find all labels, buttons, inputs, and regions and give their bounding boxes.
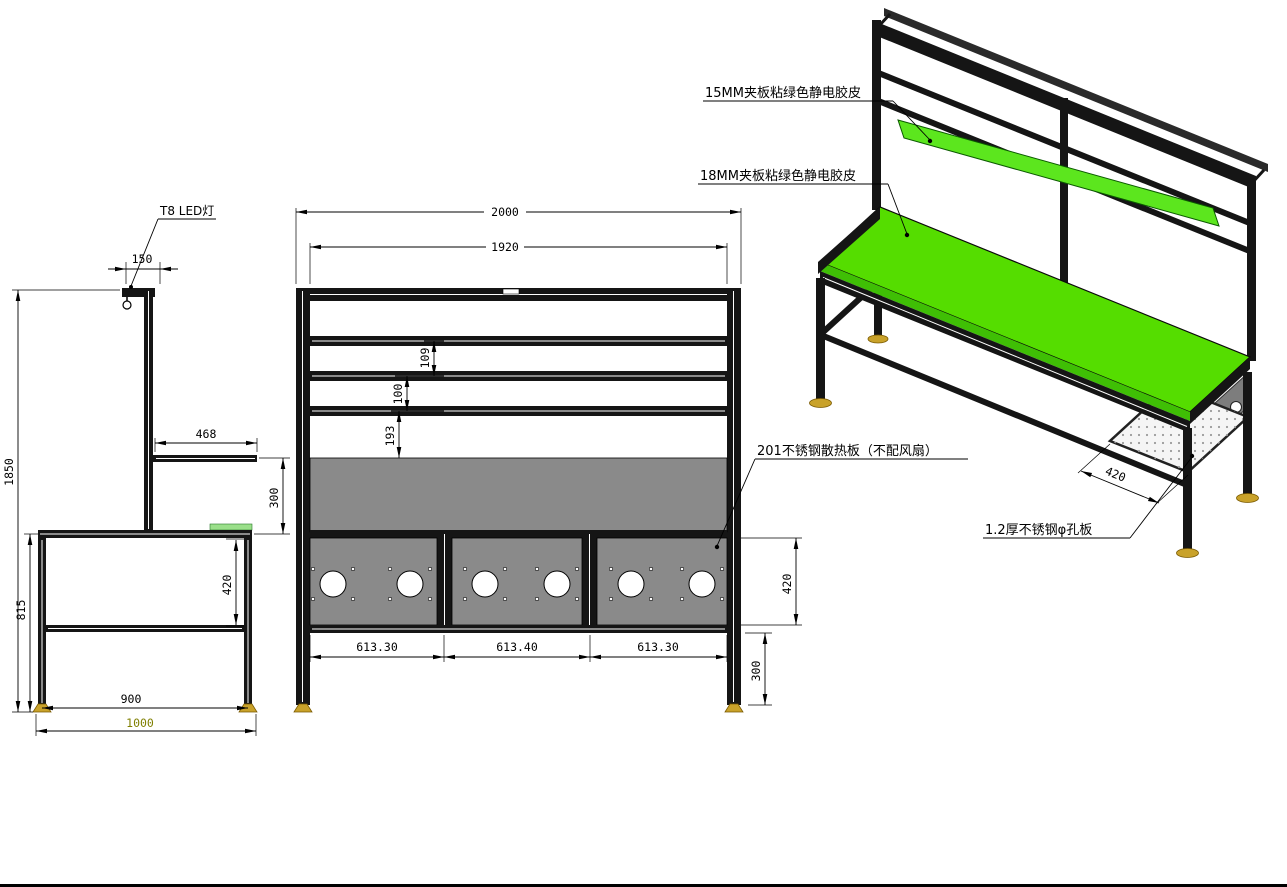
- beam-notch: [502, 288, 520, 295]
- leader-dot: [904, 232, 910, 238]
- dim-468: 468: [196, 427, 217, 441]
- foot: [293, 703, 313, 713]
- tabletop-edge: [820, 262, 1190, 421]
- leg-front-near: [1183, 428, 1192, 551]
- frame-post-far: [872, 20, 881, 210]
- frame-post-mid: [1060, 98, 1068, 283]
- heatsink-label: 201不锈钢散热板（不配风扇）: [757, 443, 938, 459]
- dim-300-front: 300: [749, 661, 763, 682]
- lamp-annotation: T8 LED灯: [129, 204, 216, 289]
- upper-shelf-label: 15MM夹板粘绿色静电胶皮: [705, 85, 861, 101]
- dim-815: 815: [14, 600, 28, 621]
- foot: [724, 703, 744, 713]
- dim-420-front: 420: [780, 574, 794, 595]
- dim-1000: 1000: [126, 716, 154, 730]
- dim-300-side: 300: [267, 488, 281, 509]
- dim-613-1: 613.30: [356, 640, 398, 654]
- perforated-shelf-dots: [1110, 386, 1248, 472]
- iso-view: 15MM夹板粘绿色静电胶皮 18MM夹板粘绿色静电胶皮 1.2厚不锈钢φ孔板 4…: [698, 8, 1268, 558]
- leader-dot: [714, 544, 720, 550]
- front-dimensions: 2000 1920 109 100 193 613.30: [295, 205, 802, 706]
- foot: [1176, 548, 1199, 558]
- dim-613-3: 613.30: [637, 640, 679, 654]
- frame-back-rail: [884, 8, 1268, 172]
- led-lamp: [122, 300, 132, 310]
- lamp-label: T8 LED灯: [159, 204, 214, 218]
- back-panel-gray: [309, 457, 728, 533]
- frame-post-near: [1247, 176, 1256, 361]
- dim-2000: 2000: [491, 205, 519, 219]
- front-structure: [293, 288, 744, 713]
- iso-annotations: 15MM夹板粘绿色静电胶皮 18MM夹板粘绿色静电胶皮 1.2厚不锈钢φ孔板 4…: [698, 85, 1195, 539]
- upper-shelf-green: [897, 119, 1220, 227]
- green-mat-side: [209, 523, 253, 531]
- foot: [809, 398, 832, 408]
- dim-109: 109: [418, 348, 432, 369]
- tabletop-green: [818, 206, 1252, 413]
- heatsink-annotation: 201不锈钢散热板（不配风扇）: [714, 443, 968, 550]
- iso-light-frame: [872, 8, 1268, 361]
- iso-bench: [809, 206, 1259, 558]
- fan-holes: [319, 570, 716, 598]
- leader-dot: [927, 138, 933, 144]
- lamp-arm: [122, 288, 155, 297]
- far-edge-beam: [818, 207, 880, 274]
- stretcher-front: [819, 332, 1189, 488]
- tabletop-label: 18MM夹板粘绿色静电胶皮: [700, 168, 856, 184]
- leg-front-far: [816, 278, 825, 401]
- front-view: 201不锈钢散热板（不配风扇） 2000 1920 109: [293, 205, 968, 713]
- perforated-label: 1.2厚不锈钢φ孔板: [985, 523, 1092, 538]
- dim-100: 100: [391, 384, 405, 405]
- dim-150: 150: [132, 252, 153, 266]
- dim-1920: 1920: [491, 240, 519, 254]
- dim-613-2: 613.40: [496, 640, 538, 654]
- dim-900: 900: [121, 692, 142, 706]
- bolt-dots: [310, 566, 724, 601]
- end-beam: [1190, 357, 1250, 424]
- leader-dot: [129, 285, 133, 289]
- side-structure: [32, 288, 258, 713]
- leader-dot: [1189, 453, 1195, 459]
- dim-1850: 1850: [2, 458, 16, 486]
- bottom-border: [0, 884, 1287, 887]
- side-view: T8 LED灯 150 1850 815: [2, 204, 290, 736]
- foot: [867, 334, 889, 344]
- side-dimensions: 150 1850 815 468 300 420: [2, 252, 290, 736]
- foot: [1236, 493, 1259, 503]
- table-edge-beam: [310, 530, 727, 538]
- leg-back-near: [1243, 372, 1252, 496]
- dim-193: 193: [383, 426, 397, 447]
- dim-420-side: 420: [220, 575, 234, 596]
